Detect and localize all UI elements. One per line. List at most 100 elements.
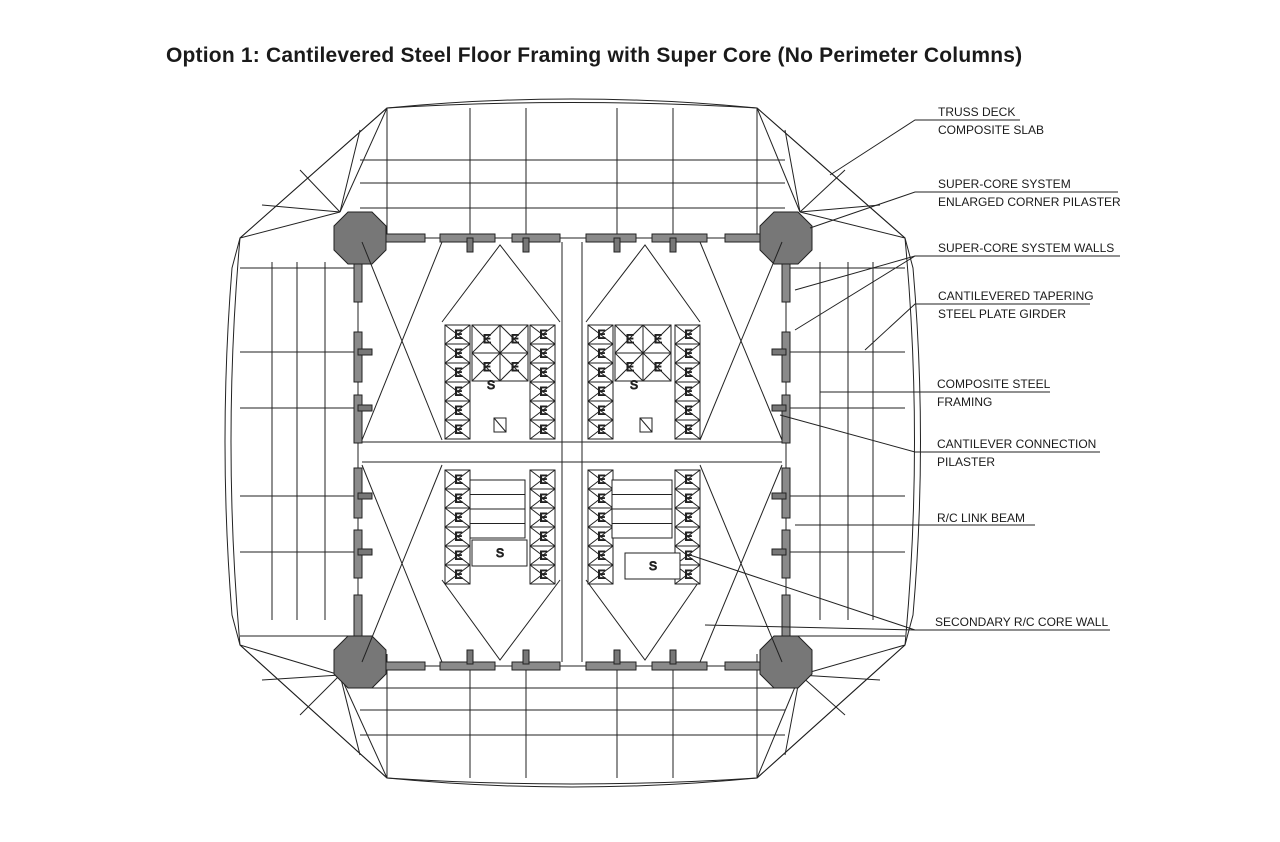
callout-label: ENLARGED CORNER PILASTER [938, 195, 1121, 209]
elevator-shaft-cross [674, 362, 701, 383]
elevator-mark: E [598, 568, 606, 582]
core-wall [353, 261, 363, 303]
corner-fan-beam [799, 644, 906, 676]
core-wall [651, 233, 708, 243]
corner-fan-beam [339, 107, 388, 213]
stair-landing [471, 539, 528, 567]
elevator-mark: E [540, 568, 548, 582]
elevator-mark: E [540, 549, 548, 563]
callout-label: SUPER-CORE SYSTEM [938, 177, 1071, 191]
elevator-shaft-cross [674, 507, 701, 528]
elevator-mark: E [540, 423, 548, 437]
corner-fan-beam [339, 674, 388, 779]
elevator-mark: E [654, 360, 662, 374]
elevator-shaft-cross [614, 352, 644, 382]
elevator-mark: E [626, 332, 634, 346]
corner-fan-beam [756, 674, 801, 779]
corner-fan-beam [261, 674, 341, 681]
elevator-mark: E [685, 511, 693, 525]
callout-label: CANTILEVERED TAPERING [938, 289, 1094, 303]
core-wall [781, 594, 791, 641]
core-wall [379, 233, 426, 243]
elevator-shaft-cross [674, 400, 701, 421]
elevator-shaft-cross [674, 469, 701, 490]
cantilever-connection-pilaster [522, 237, 530, 253]
elevator-shaft-cross [471, 352, 501, 382]
elevator-mark: E [685, 404, 693, 418]
cantilever-connection-pilaster [771, 404, 787, 412]
elevator-mark: E [455, 530, 463, 544]
corner-fan-beam [239, 211, 341, 239]
cantilever-connection-pilaster [357, 404, 373, 412]
stair-mark: S [630, 378, 638, 392]
elevator-mark: E [540, 473, 548, 487]
elevator-shaft-cross [587, 362, 614, 383]
elevator-shaft-cross [444, 526, 471, 547]
cantilever-connection-pilaster [771, 492, 787, 500]
elevator-shaft-cross [642, 352, 672, 382]
elevator-mark: E [598, 347, 606, 361]
elevator-mark: E [685, 366, 693, 380]
elevator-mark: E [598, 366, 606, 380]
elevator-shaft-cross [587, 324, 614, 345]
core-wall [781, 261, 791, 303]
corner-fan-beam [299, 169, 341, 213]
elevator-shaft-cross [529, 545, 556, 566]
corner-fan-beam [299, 674, 341, 716]
elevator-shaft-cross [499, 352, 529, 382]
core-wall [511, 661, 561, 671]
elevator-shaft-cross [674, 526, 701, 547]
core-wall [353, 594, 363, 641]
elevator-shaft-cross [674, 381, 701, 402]
elevator-mark: E [455, 473, 463, 487]
slab-edge-outer [224, 102, 921, 785]
elevator-shaft-cross [444, 419, 471, 440]
core-wall [585, 233, 637, 243]
elevator-shaft-cross [587, 526, 614, 547]
callout-label: COMPOSITE SLAB [938, 123, 1044, 137]
elevator-shaft-cross [674, 343, 701, 364]
callout-label: SECONDARY R/C CORE WALL [935, 615, 1108, 629]
elevator-mark: E [598, 492, 606, 506]
elevator-mark: E [455, 347, 463, 361]
elevator-shaft-cross [444, 488, 471, 509]
slab-diagonal [585, 579, 701, 661]
stair-mark: S [649, 559, 657, 573]
elevator-shaft-cross [499, 324, 529, 354]
elevator-mark: E [455, 568, 463, 582]
core-wall [585, 661, 637, 671]
corner-fan-beam [784, 129, 801, 213]
elevator-shaft-cross [587, 545, 614, 566]
elevator-mark: E [598, 530, 606, 544]
stair-mark: S [496, 546, 504, 560]
cantilever-connection-pilaster [613, 237, 621, 253]
core-wall [379, 661, 426, 671]
corner-fan-beam [339, 129, 361, 213]
callout-label: COMPOSITE STEEL [937, 377, 1051, 391]
slab-diagonal [441, 244, 561, 323]
elevator-shaft-cross [529, 381, 556, 402]
elevator-shaft-cross [587, 400, 614, 421]
elevator-mark: E [685, 530, 693, 544]
elevator-shaft-cross [642, 324, 672, 354]
elevator-mark: E [598, 404, 606, 418]
callout-leader [829, 119, 1020, 176]
elevator-shaft-cross [444, 400, 471, 421]
cantilever-connection-pilaster [466, 237, 474, 253]
shaft-box-cross [493, 417, 507, 433]
cantilever-connection-pilaster [613, 649, 621, 665]
elevator-shaft-cross [529, 419, 556, 440]
corner-pilaster [333, 635, 387, 689]
elevator-mark: E [598, 511, 606, 525]
elevator-mark: E [685, 347, 693, 361]
corner-fan-beam [799, 169, 846, 213]
elevator-mark: E [598, 328, 606, 342]
elevator-shaft-cross [587, 381, 614, 402]
elevator-shaft-cross [529, 324, 556, 345]
elevator-mark: E [455, 492, 463, 506]
elevator-mark: E [685, 568, 693, 582]
callout-leader [809, 191, 1118, 229]
elevator-mark: E [598, 385, 606, 399]
slab-diagonal [699, 464, 783, 663]
